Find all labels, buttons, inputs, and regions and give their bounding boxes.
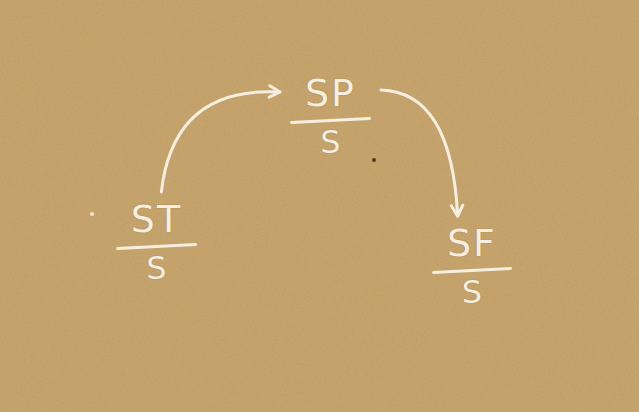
fraction-bar bbox=[116, 243, 197, 250]
curved-arrow bbox=[161, 86, 280, 192]
fraction-node: SF S bbox=[424, 220, 520, 313]
fraction-bar bbox=[290, 117, 371, 124]
fraction-node: SP S bbox=[282, 70, 379, 163]
arrow-line bbox=[381, 90, 458, 216]
fraction-bar bbox=[432, 267, 512, 274]
numerator-text: ST bbox=[131, 200, 182, 240]
fraction-node: ST S bbox=[108, 196, 205, 289]
arrow-head bbox=[451, 205, 462, 216]
curved-arrow bbox=[381, 90, 463, 216]
numerator-text: SF bbox=[447, 224, 497, 264]
numerator-text: SP bbox=[305, 74, 356, 114]
arrow-line bbox=[161, 92, 280, 192]
denominator-text: S bbox=[146, 252, 166, 286]
arrow-head bbox=[269, 86, 280, 97]
denominator-text: S bbox=[320, 126, 340, 160]
denominator-text: S bbox=[462, 276, 482, 310]
